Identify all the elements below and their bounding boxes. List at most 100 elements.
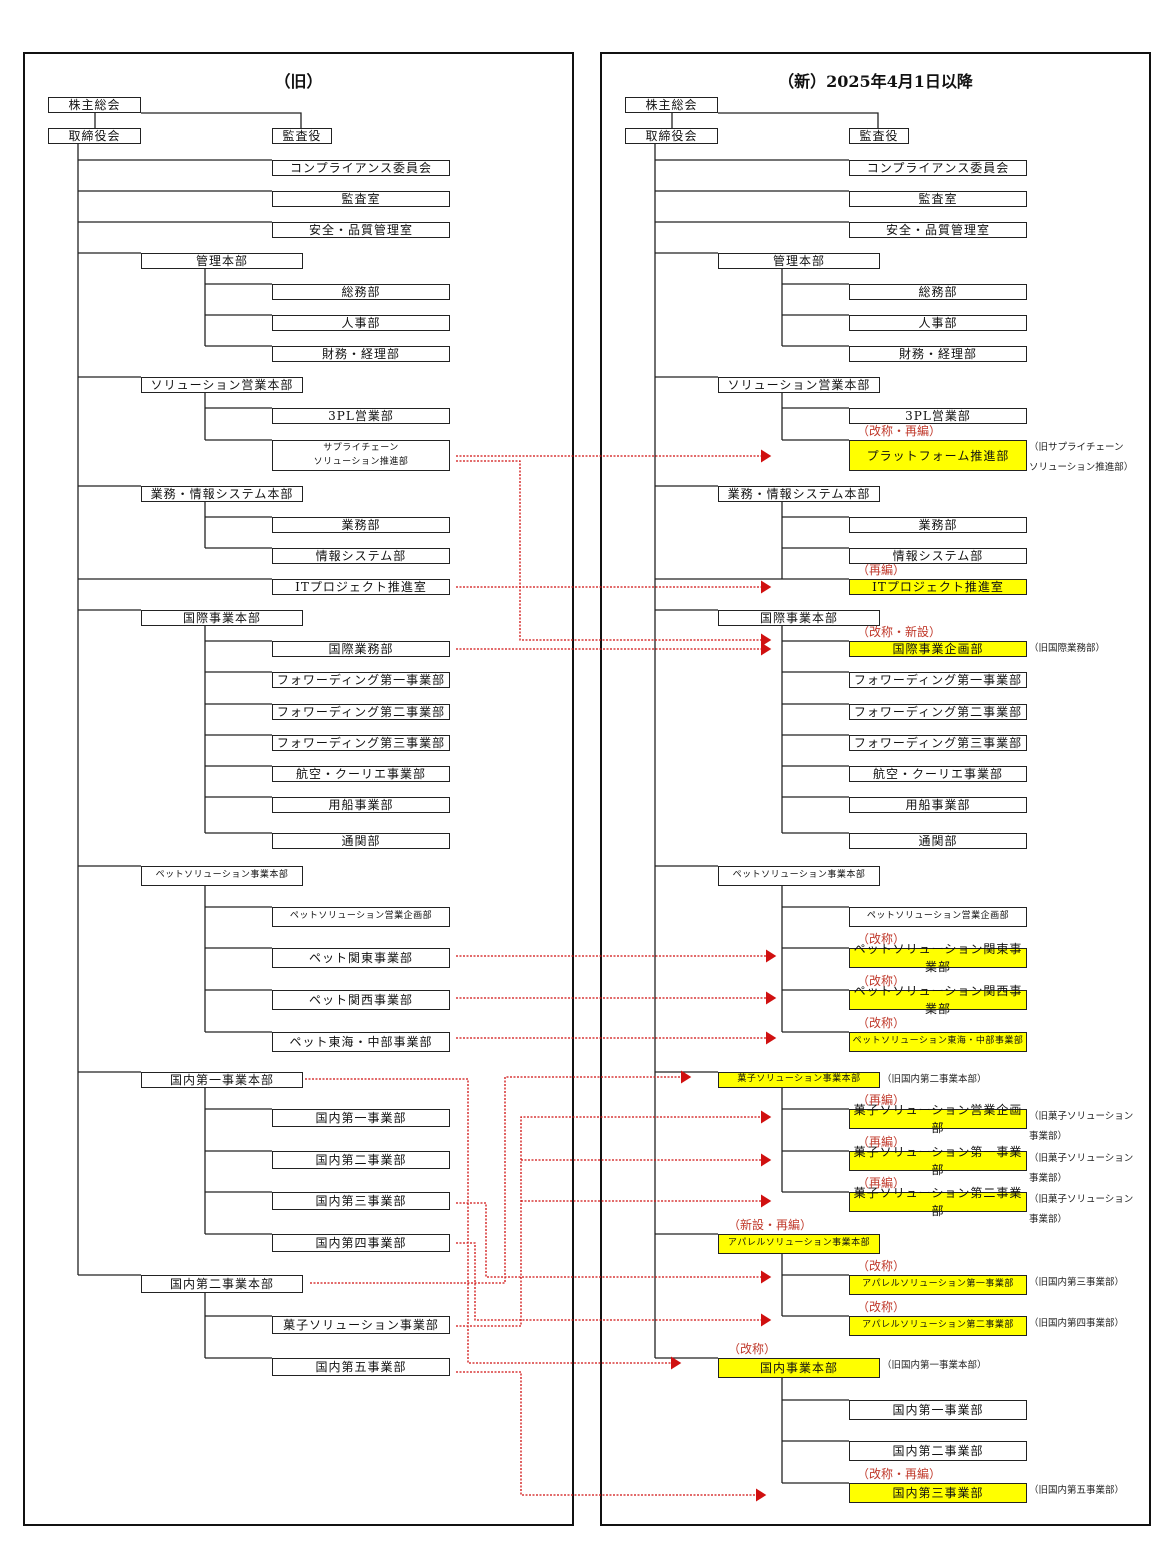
change-tag: （再編） — [857, 563, 906, 577]
new-org-unit: 取締役会 — [625, 128, 718, 144]
old-org-unit: 監査室 — [272, 191, 450, 207]
new-org-unit: 国際事業本部 — [718, 610, 880, 626]
old-org-unit: フォワーディング第一事業部 — [272, 672, 450, 688]
new-org-unit: 国内第二事業部 — [849, 1441, 1027, 1461]
old-org-unit: 取締役会 — [48, 128, 141, 144]
transfer-arrow — [456, 1110, 772, 1327]
new-org-unit: ソリューション営業本部 — [718, 377, 880, 393]
old-org-unit: 安全・品質管理室 — [272, 222, 450, 238]
change-tag: （再編） — [857, 1176, 906, 1190]
former-name-note: （旧国内第五事業部） — [1029, 1485, 1125, 1496]
old-org-unit: 業務部 — [272, 517, 450, 533]
former-name-note: （旧サプライチェーン ソリューション推進部） — [1029, 442, 1134, 473]
new-org-unit: アパレルソリューション事業本部 — [718, 1234, 880, 1254]
old-org-panel — [23, 52, 574, 1526]
old-org-unit: フォワーディング第三事業部 — [272, 735, 450, 751]
old-org-unit: ソリューション営業本部 — [141, 377, 303, 393]
change-tag: （改称） — [857, 1300, 906, 1314]
old-org-unit: ペット東海・中部事業部 — [272, 1032, 450, 1052]
new-org-unit: 財務・経理部 — [849, 346, 1027, 362]
former-name-note: （旧菓子ソリューション 事業部） — [1029, 1194, 1134, 1225]
old-org-unit: 監査役 — [272, 128, 332, 144]
old-org-unit: 管理本部 — [141, 253, 303, 269]
old-org-unit: ペット関西事業部 — [272, 990, 450, 1010]
former-name-note: （旧国内第四事業部） — [1029, 1318, 1125, 1329]
new-org-unit: 菓子ソリューション第一事業部 — [849, 1145, 1027, 1177]
new-org-unit: ペットソリューション営業企画部 — [849, 907, 1027, 927]
old-org-unit: 国際事業本部 — [141, 610, 303, 626]
new-org-unit: コンプライアンス委員会 — [849, 160, 1027, 176]
new-org-unit: 国際事業企画部 — [849, 641, 1027, 657]
change-tag: （改称） — [857, 1259, 906, 1273]
new-org-unit: 国内第一事業部 — [849, 1400, 1027, 1420]
former-name-note: （旧国際業務部） — [1029, 643, 1106, 654]
auditor-connector — [141, 112, 302, 128]
new-org-unit: 菓子ソリューション営業企画部 — [849, 1103, 1027, 1135]
new-org-unit: ペットソリューション関西事業部 — [849, 984, 1027, 1016]
old-org-unit: フォワーディング第二事業部 — [272, 704, 450, 720]
new-org-unit: 監査室 — [849, 191, 1027, 207]
old-org-unit: 財務・経理部 — [272, 346, 450, 362]
new-org-unit: フォワーディング第一事業部 — [849, 672, 1027, 688]
old-org-unit: 国内第一事業部 — [272, 1109, 450, 1127]
old-org-unit: 国内第三事業部 — [272, 1192, 450, 1210]
former-name-note: （旧菓子ソリューション 事業部） — [1029, 1111, 1134, 1142]
new-org-unit: 業務・情報システム本部 — [718, 486, 880, 502]
new-org-unit: フォワーディング第三事業部 — [849, 735, 1027, 751]
old-org-unit: 国内第五事業部 — [272, 1358, 450, 1376]
old-org-unit: 航空・クーリエ事業部 — [272, 766, 450, 782]
old-org-unit: 菓子ソリューション事業部 — [272, 1316, 450, 1334]
old-org-unit: 国内第二事業本部 — [141, 1275, 303, 1293]
old-org-unit: コンプライアンス委員会 — [272, 160, 450, 176]
old-org-unit: 国内第四事業部 — [272, 1234, 450, 1252]
old-org-unit: 国内第二事業部 — [272, 1151, 450, 1169]
new-org-unit: 3PL営業部 — [849, 408, 1027, 424]
new-org-unit: 安全・品質管理室 — [849, 222, 1027, 238]
former-name-note: （旧国内第一事業本部） — [882, 1360, 987, 1371]
new-org-unit: ITプロジェクト推進室 — [849, 579, 1027, 595]
change-tag: （再編） — [857, 1093, 906, 1107]
new-org-unit: 国内事業本部 — [718, 1358, 880, 1378]
change-tag: （再編） — [857, 1135, 906, 1149]
transfer-arrow — [456, 1371, 767, 1502]
new-org-panel — [600, 52, 1151, 1526]
change-tag: （改称） — [857, 974, 906, 988]
old-org-unit: 通関部 — [272, 833, 450, 849]
new-org-unit: 人事部 — [849, 315, 1027, 331]
old-org-unit: 3PL営業部 — [272, 408, 450, 424]
new-title: （新）2025年4月1日以降 — [778, 72, 973, 91]
old-org-unit: ITプロジェクト推進室 — [272, 579, 450, 595]
old-org-unit: 国際業務部 — [272, 641, 450, 657]
transfer-arrow — [456, 460, 772, 647]
new-org-unit: 総務部 — [849, 284, 1027, 300]
new-org-unit: 監査役 — [849, 128, 909, 144]
new-org-unit: 管理本部 — [718, 253, 880, 269]
former-name-note: （旧菓子ソリューション 事業部） — [1029, 1153, 1134, 1184]
new-org-unit: 航空・クーリエ事業部 — [849, 766, 1027, 782]
transfer-arrow — [456, 1242, 772, 1327]
transfer-arrow — [456, 1202, 772, 1284]
transfer-arrow — [305, 1078, 682, 1370]
new-org-unit: 用船事業部 — [849, 797, 1027, 813]
new-org-unit: 株主総会 — [625, 97, 718, 113]
old-org-unit: 人事部 — [272, 315, 450, 331]
old-org-unit: 用船事業部 — [272, 797, 450, 813]
new-org-unit: ペットソリューション関東事業部 — [849, 942, 1027, 974]
old-org-unit: 国内第一事業本部 — [141, 1072, 303, 1088]
change-tag: （改称・再編） — [857, 424, 942, 438]
former-name-note: （旧国内第三事業部） — [1029, 1277, 1125, 1288]
old-org-unit: サプライチェーン ソリューション推進部 — [272, 440, 450, 471]
new-org-unit: 業務部 — [849, 517, 1027, 533]
old-title: （旧） — [274, 72, 323, 91]
new-org-unit: アパレルソリューション第一事業部 — [849, 1275, 1027, 1295]
new-org-unit: 国内第三事業部 — [849, 1483, 1027, 1503]
new-org-unit: 情報システム部 — [849, 548, 1027, 564]
change-tag: （改称） — [857, 932, 906, 946]
new-org-unit: プラットフォーム推進部 — [849, 440, 1027, 471]
auditor-connector — [718, 112, 879, 128]
change-tag: （新設・再編） — [728, 1218, 813, 1232]
new-org-unit: 菓子ソリューション事業本部 — [718, 1072, 880, 1088]
new-org-unit: 通関部 — [849, 833, 1027, 849]
change-tag: （改称） — [857, 1016, 906, 1030]
